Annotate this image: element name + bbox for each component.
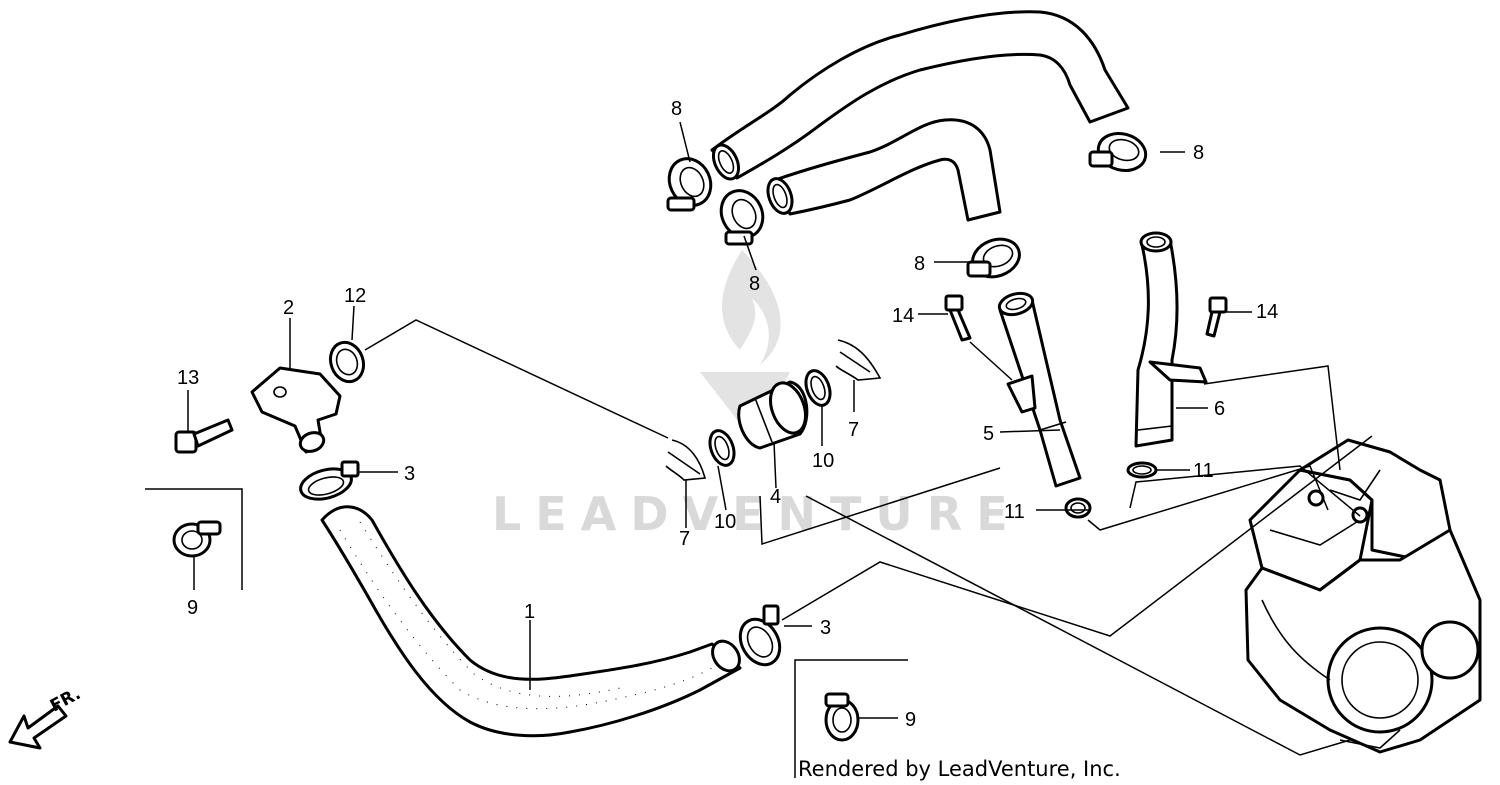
callout-10a: 10	[812, 450, 834, 472]
o-ring-11a	[1064, 497, 1092, 519]
callout-6: 6	[1214, 398, 1225, 420]
o-ring-11b	[1126, 461, 1158, 479]
callout-5: 5	[983, 423, 994, 445]
callout-3b: 3	[820, 617, 831, 639]
hose-clamp-3a	[299, 460, 360, 501]
leader-lines	[145, 121, 1373, 778]
callout-3a: 3	[404, 463, 415, 485]
clip-7b	[835, 339, 882, 381]
hose-clamp-8b	[719, 189, 765, 246]
callout-8b: 8	[749, 273, 760, 295]
callout-9a: 9	[187, 597, 198, 619]
upper-hose-short	[766, 118, 1002, 222]
water-pipe-5	[997, 291, 1082, 488]
hose-clamp-8c	[1088, 132, 1148, 172]
callout-2: 2	[283, 297, 294, 319]
hose-clamp-9b	[824, 692, 860, 742]
o-ring-10a	[804, 369, 832, 407]
callout-7b: 7	[848, 419, 859, 441]
callout-4: 4	[770, 486, 781, 508]
hose-clamp-8a	[666, 157, 713, 212]
callout-1: 1	[524, 601, 535, 623]
water-outlet-2	[250, 366, 342, 454]
callout-14a: 14	[892, 305, 914, 327]
callout-13: 13	[177, 367, 199, 389]
hose-clamp-9a	[172, 520, 222, 558]
pipe-joint-4	[737, 380, 809, 450]
callout-11a: 11	[1004, 501, 1025, 523]
water-pipe-6	[1134, 231, 1208, 448]
hose-clamp-3b	[738, 604, 782, 667]
callout-12: 12	[344, 285, 366, 307]
o-ring-12	[328, 340, 366, 384]
credit-text: Rendered by LeadVenture, Inc.	[798, 757, 1121, 781]
callout-14b: 14	[1256, 301, 1278, 323]
engine-block	[1244, 438, 1482, 754]
callout-8c: 8	[1193, 142, 1204, 164]
hose-clamp-8d	[966, 237, 1021, 279]
callout-11b: 11	[1193, 460, 1214, 482]
callout-9b: 9	[905, 709, 916, 731]
callout-7a: 7	[679, 528, 690, 550]
bolt-14b	[1205, 296, 1228, 338]
water-hose-1	[320, 505, 742, 738]
upper-hose-long	[710, 10, 1130, 181]
clip-7a	[665, 439, 707, 481]
callout-labels: 8 8 8 8 14 14 5 6 11 11 2 12 13 3 3 1 4 …	[177, 98, 1278, 731]
o-ring-10b	[708, 429, 736, 467]
bolt-14a	[944, 294, 972, 342]
front-direction-arrow: FR.	[8, 684, 84, 750]
callout-8d: 8	[914, 253, 925, 275]
bolt-13	[174, 418, 234, 454]
callout-10b: 10	[714, 511, 736, 533]
watermark-text: LEADVENTURE	[492, 487, 1022, 541]
callout-8a: 8	[671, 98, 682, 120]
